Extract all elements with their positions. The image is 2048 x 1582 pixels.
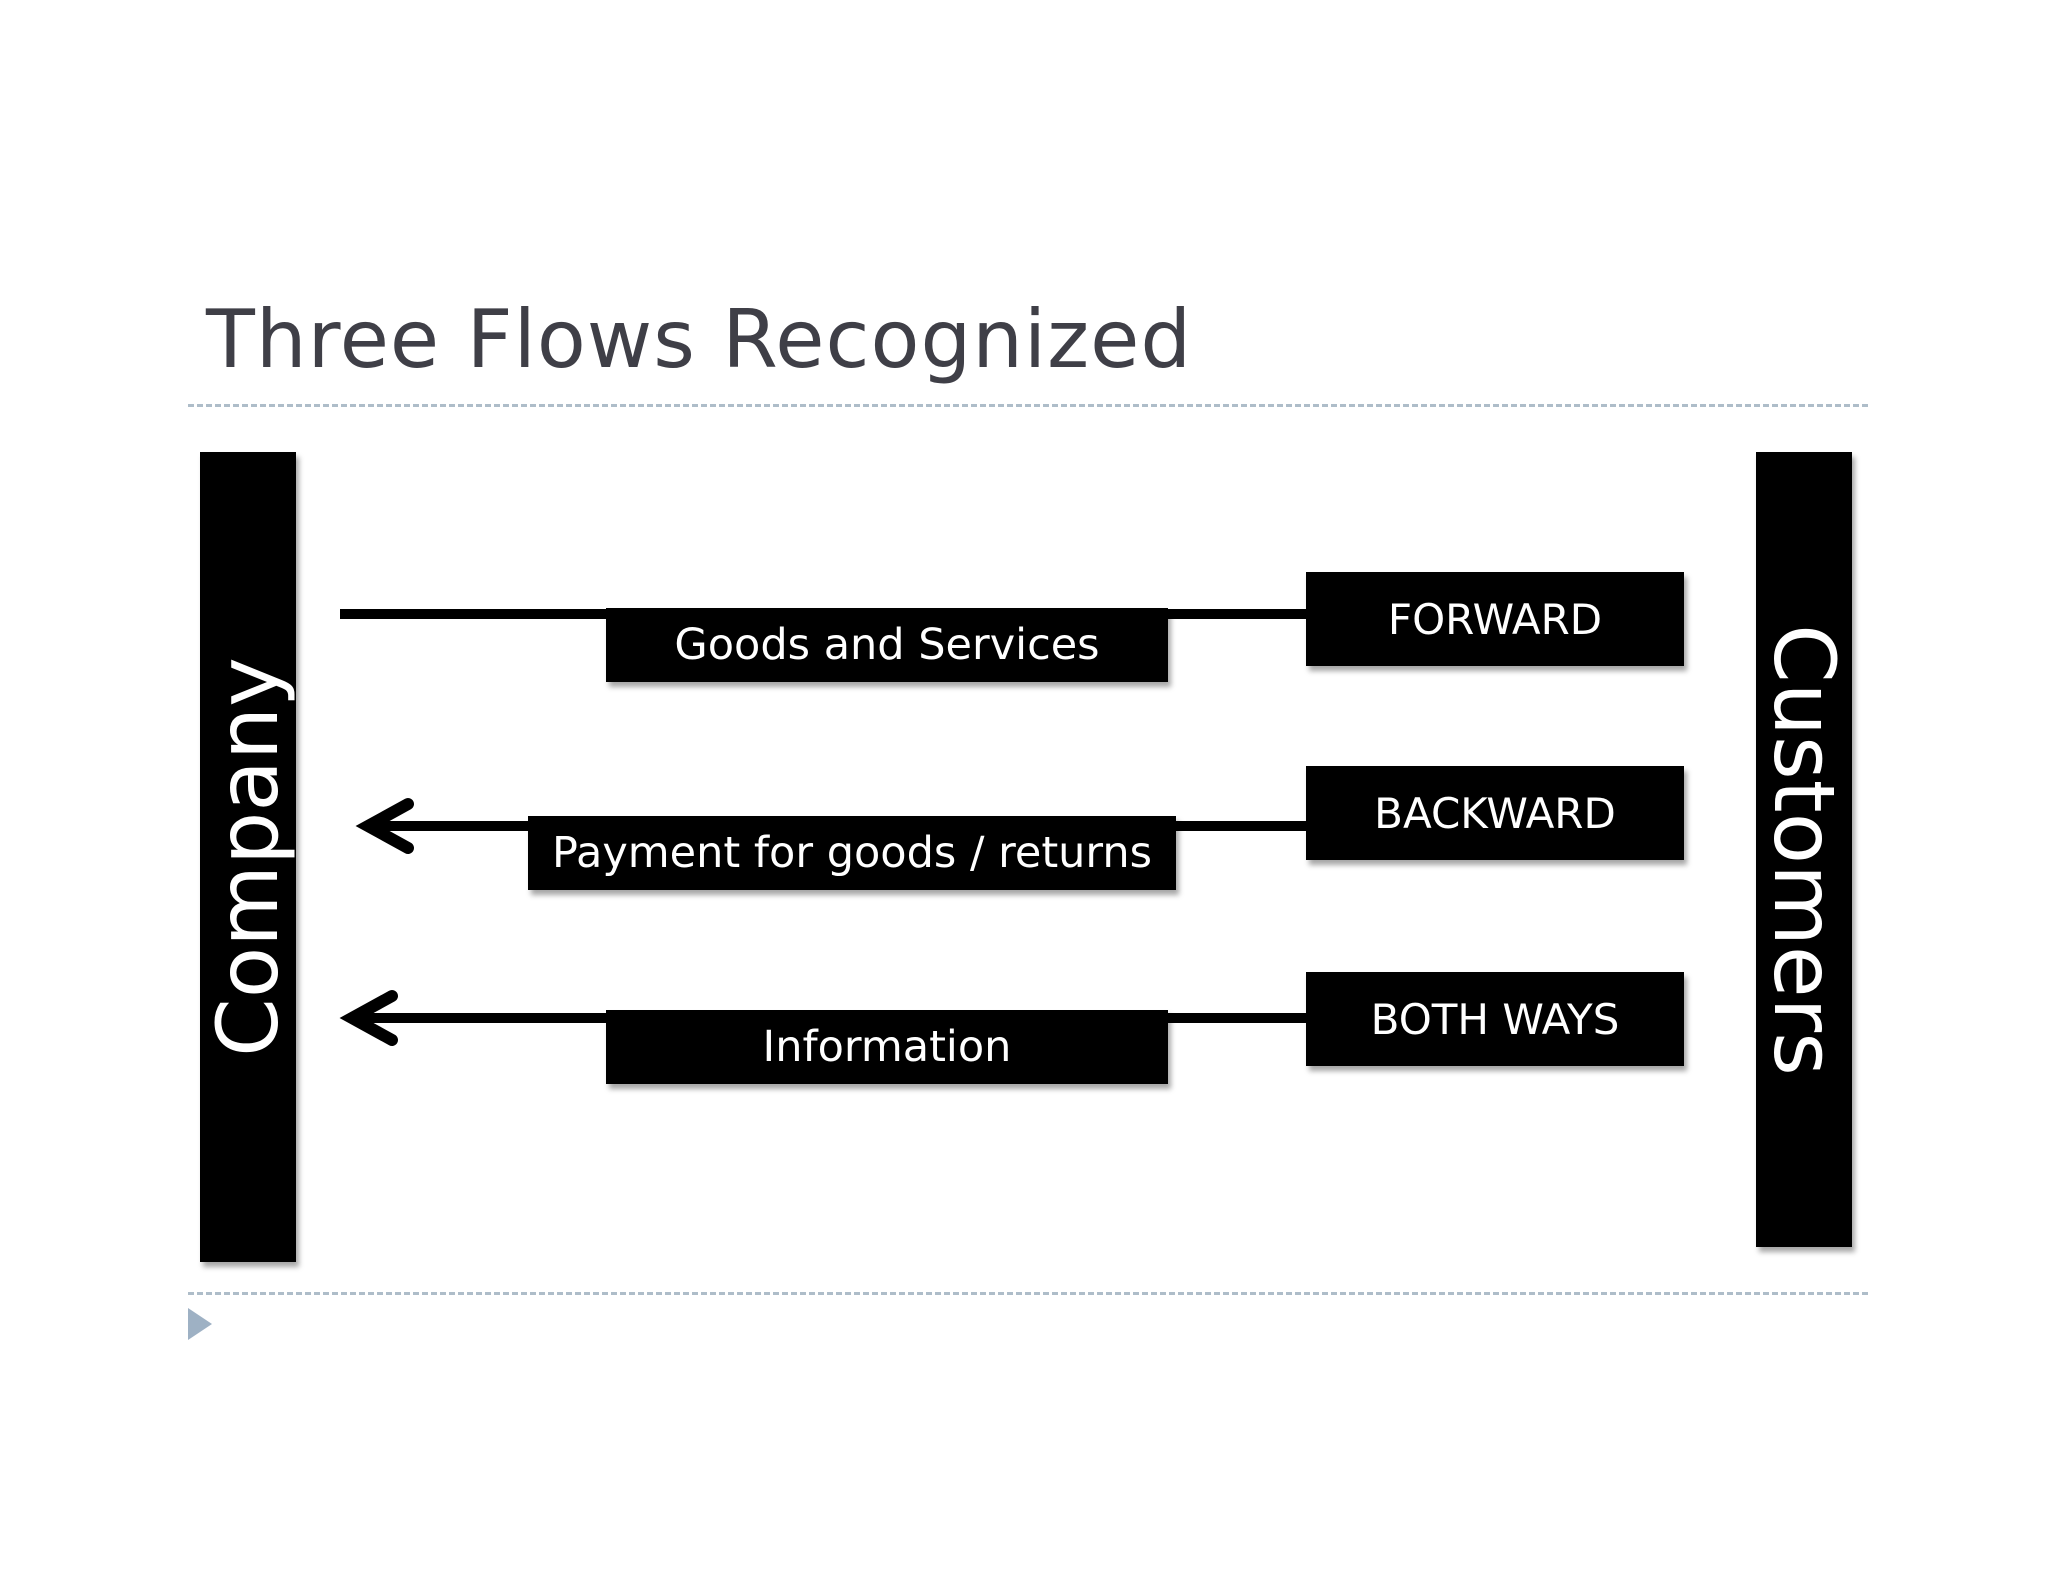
direction-bothways-label: BOTH WAYS xyxy=(1370,994,1620,1044)
flow-label-goods-text: Goods and Services xyxy=(674,620,1100,670)
flow-label-goods: Goods and Services xyxy=(606,608,1168,682)
direction-bothways-box: BOTH WAYS xyxy=(1306,972,1684,1066)
backward-arrowhead-icon xyxy=(355,798,414,854)
direction-backward-box: BACKWARD xyxy=(1306,766,1684,860)
flow-label-payment: Payment for goods / returns xyxy=(528,816,1176,890)
company-bar: Company xyxy=(199,452,297,1262)
direction-forward-box: FORWARD xyxy=(1306,572,1684,666)
content-divider xyxy=(188,1292,1868,1295)
flow-label-information-text: Information xyxy=(762,1022,1012,1072)
title-divider xyxy=(188,404,1868,407)
direction-backward-label: BACKWARD xyxy=(1374,788,1616,838)
bullet-triangle-icon xyxy=(188,1308,212,1340)
flow-label-payment-text: Payment for goods / returns xyxy=(551,828,1153,878)
flow-label-information: Information xyxy=(606,1010,1168,1084)
slide-title: Three Flows Recognized xyxy=(206,293,1193,386)
customers-bar: Customers xyxy=(1755,452,1853,1247)
bothways-left-arrowhead-icon xyxy=(339,990,398,1046)
direction-forward-label: FORWARD xyxy=(1387,594,1603,644)
